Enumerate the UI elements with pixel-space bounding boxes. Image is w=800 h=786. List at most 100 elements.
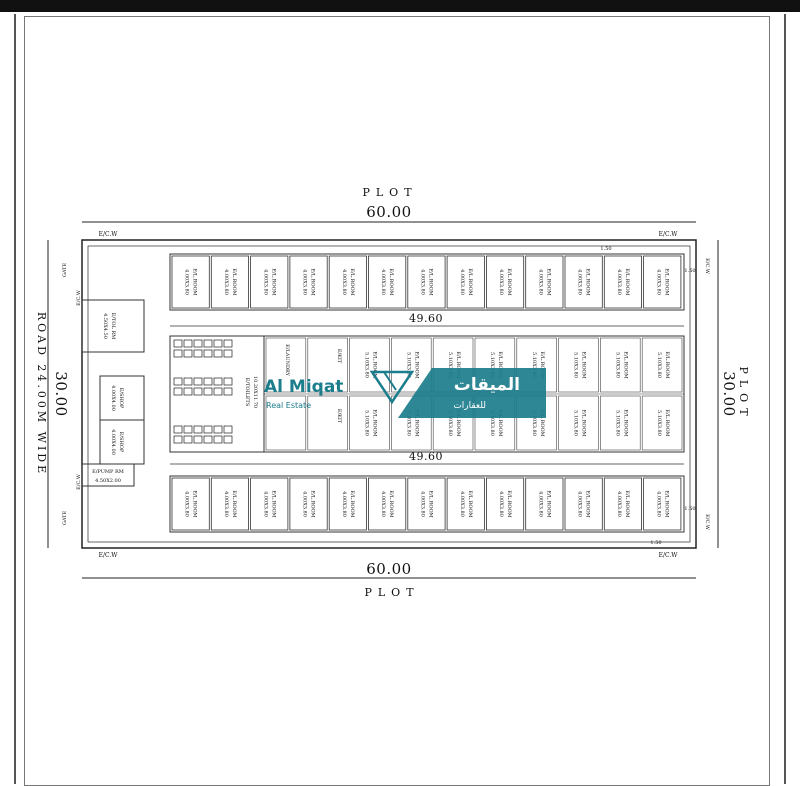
room-size: 4.00X3.80	[616, 269, 622, 295]
ecw-label: E/C.W	[704, 514, 710, 531]
kitchen-label: E/KIT	[336, 349, 342, 364]
room	[643, 255, 682, 309]
toilet-fixture	[183, 435, 193, 444]
room	[600, 395, 641, 451]
toilet-fixture	[213, 425, 223, 434]
room-size: 4.00X3.80	[223, 269, 229, 295]
pump-room-label: E/PUMP RM	[92, 469, 124, 475]
room-label: E/L.ROOM	[310, 268, 316, 295]
room-size: 4.00X3.80	[380, 491, 386, 517]
toilet-room-size: 4.50X4.50	[102, 313, 108, 339]
toilet-fixture	[203, 349, 213, 358]
toilet-fixture	[203, 339, 213, 348]
toilet-fixtures	[173, 339, 233, 444]
room-label: E/L.ROOM	[388, 490, 394, 517]
room	[250, 477, 289, 531]
room-label: E/L.ROOM	[663, 490, 669, 517]
room-label: E/L.ROOM	[372, 409, 378, 436]
bottom-room-block	[169, 475, 685, 533]
room-size: 4.00X3.80	[616, 491, 622, 517]
room-size: 5.10X3.80	[573, 410, 579, 436]
room-label: E/L.ROOM	[663, 268, 669, 295]
toilet-fixture	[213, 377, 223, 386]
toilet-fixture	[173, 377, 183, 386]
room	[265, 337, 307, 393]
ecw-label: E/C.W	[659, 231, 679, 238]
kitchen-label: E/KIT	[336, 409, 342, 424]
toilet-fixture	[203, 425, 213, 434]
room-size: 4.00X3.80	[184, 269, 190, 295]
room-size: 4.00X3.80	[459, 269, 465, 295]
toilet-fixture	[203, 435, 213, 444]
plot-label-bottom: PLOT	[364, 586, 419, 599]
room	[641, 395, 683, 451]
inner-dimension-top: 49.60	[409, 312, 443, 325]
room-size: 4.00X3.80	[419, 491, 425, 517]
room-label: E/L.ROOM	[231, 268, 237, 295]
plot-boundary	[81, 239, 697, 549]
toilets-size: 10.20X11.70	[252, 376, 258, 408]
boundary-wall	[87, 245, 691, 543]
toilet-fixture	[173, 435, 183, 444]
logo-mark-icon	[383, 371, 397, 391]
shop-label: E/SHOP	[118, 388, 124, 409]
toilet-fixture	[213, 435, 223, 444]
gate-label: GATE	[62, 510, 68, 525]
room-label: E/L.ROOM	[231, 490, 237, 517]
room	[564, 477, 603, 531]
toilet-fixture	[223, 377, 233, 386]
room-label: E/L.ROOM	[467, 268, 473, 295]
room-label: E/L.ROOM	[622, 409, 628, 436]
toilet-fixture	[173, 349, 183, 358]
room	[485, 477, 525, 531]
room-label: E/L.ROOM	[506, 490, 512, 517]
room-size: 4.00X3.80	[380, 269, 386, 295]
room	[407, 477, 446, 531]
toilet-fixture	[213, 387, 223, 396]
room	[349, 395, 390, 451]
ecw-label: E/C.W	[76, 289, 82, 306]
room	[265, 395, 307, 451]
room-label: E/L.ROOM	[539, 409, 545, 436]
top-room-block	[169, 253, 685, 311]
room-label: E/L.ROOM	[310, 490, 316, 517]
toilets-label: E/TOILETS	[244, 378, 250, 407]
room	[349, 337, 390, 393]
room	[558, 395, 599, 451]
toilet-room-label: E/TOL RM	[110, 313, 116, 340]
room-label: E/L.ROOM	[388, 268, 394, 295]
room	[210, 255, 250, 309]
room-label: E/L.ROOM	[270, 268, 276, 295]
room-size: 5.10X3.80	[364, 352, 370, 378]
toilet-fixture	[213, 349, 223, 358]
toilet-fixture	[193, 425, 203, 434]
road-label: ROAD 24.00M WIDE	[35, 312, 48, 476]
room-size: 4.00X3.80	[498, 269, 504, 295]
room-label: E/L.ROOM	[624, 268, 630, 295]
room-label: E/L.ROOM	[581, 351, 587, 378]
room-size: 4.00X3.80	[262, 491, 268, 517]
outer-frame	[14, 14, 786, 784]
room-label: E/L.ROOM	[581, 409, 587, 436]
room	[171, 255, 210, 309]
toilet-fixture	[193, 349, 203, 358]
room-label: E/L.ROOM	[545, 490, 551, 517]
room-label: E/L.ROOM	[624, 490, 630, 517]
inner-dimension-bottom: 49.60	[409, 450, 443, 463]
toilet-fixture	[223, 425, 233, 434]
room-label: E/L.ROOM	[497, 409, 503, 436]
room-size: 4.00X3.80	[341, 269, 347, 295]
room	[525, 477, 564, 531]
toilet-fixture	[183, 377, 193, 386]
logo-mark-icon	[369, 370, 415, 405]
logo-badge	[398, 368, 546, 418]
logo-sub-ar: للعقارات	[453, 401, 486, 411]
room-size: 5.10X3.80	[405, 352, 411, 378]
room-label: E/L.ROOM	[664, 409, 670, 436]
room	[603, 255, 642, 309]
room-size: 5.10X3.80	[489, 410, 495, 436]
toilet-fixture	[173, 339, 183, 348]
